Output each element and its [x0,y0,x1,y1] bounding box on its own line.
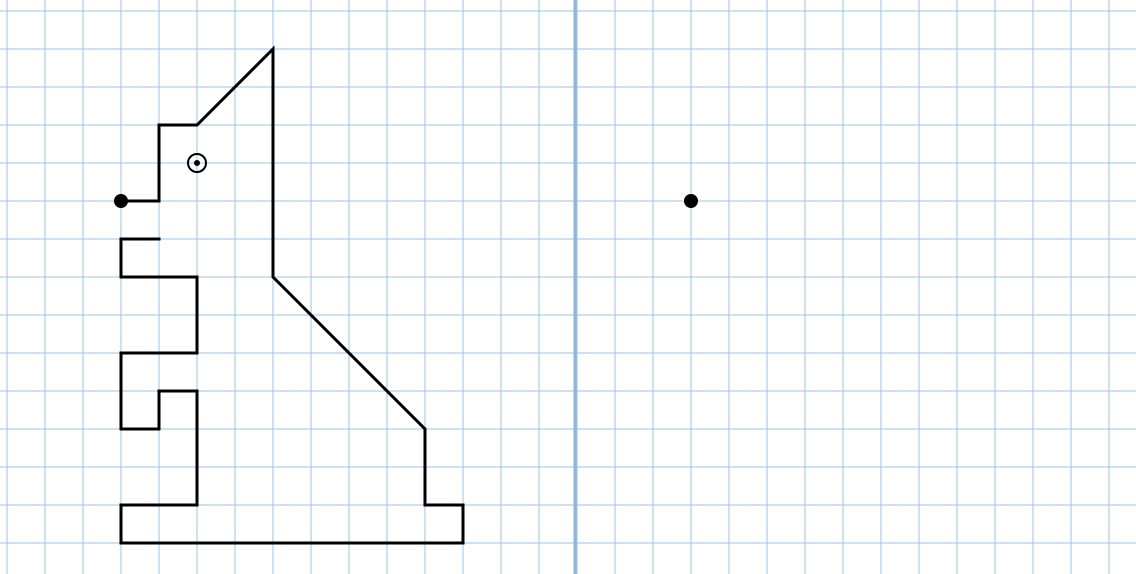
start-dot [114,194,128,208]
start-dot-mirror [684,194,698,208]
right-drawing-panel [684,194,698,208]
eye-pupil [194,160,200,166]
